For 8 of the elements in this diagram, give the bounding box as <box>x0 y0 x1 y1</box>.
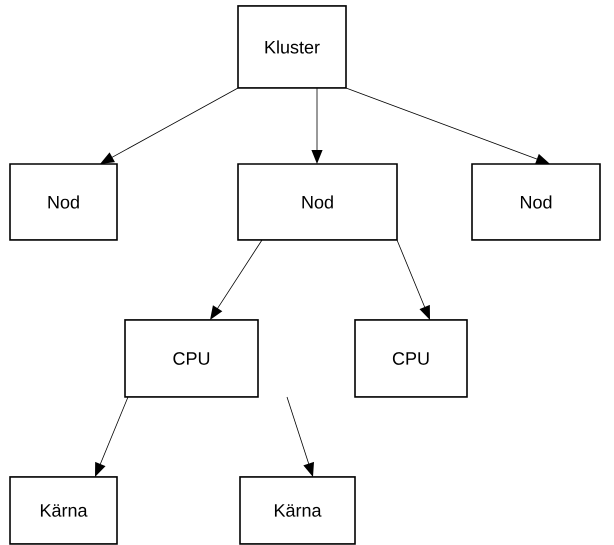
process-box: Nod <box>9 163 118 241</box>
process-box: Kärna <box>9 476 118 545</box>
process-box: Kärna <box>239 476 356 545</box>
process-box: CPU <box>354 319 468 398</box>
process-box: CPU <box>124 319 259 398</box>
process-box: Kluster <box>237 5 347 89</box>
process-box: Nod <box>237 163 398 241</box>
process-box: Nod <box>471 163 601 241</box>
